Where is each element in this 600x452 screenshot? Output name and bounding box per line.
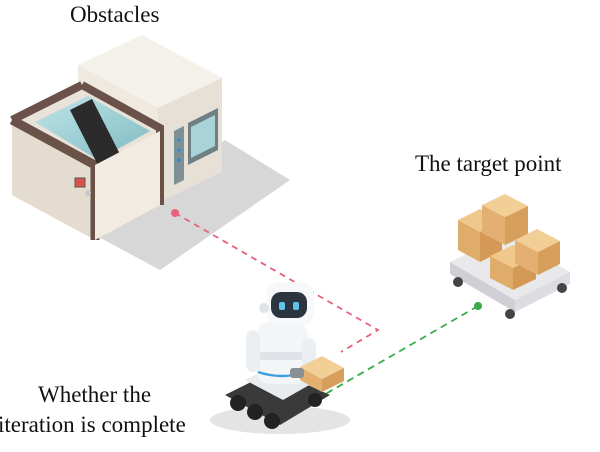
obstacle-dot xyxy=(171,209,179,217)
target-point-label: The target point xyxy=(415,151,562,176)
obstacle-machine-icon xyxy=(9,35,290,270)
target-link xyxy=(321,302,482,397)
obstacle-link xyxy=(171,209,380,353)
iteration-complete-label-line2: iteration is complete xyxy=(0,412,186,437)
iteration-complete-label-line1: Whether the xyxy=(38,382,152,407)
target-dot xyxy=(474,302,482,310)
robot-carrying-box-icon xyxy=(210,282,350,434)
cart-with-boxes-icon xyxy=(450,194,570,319)
obstacles-label: Obstacles xyxy=(70,2,160,27)
